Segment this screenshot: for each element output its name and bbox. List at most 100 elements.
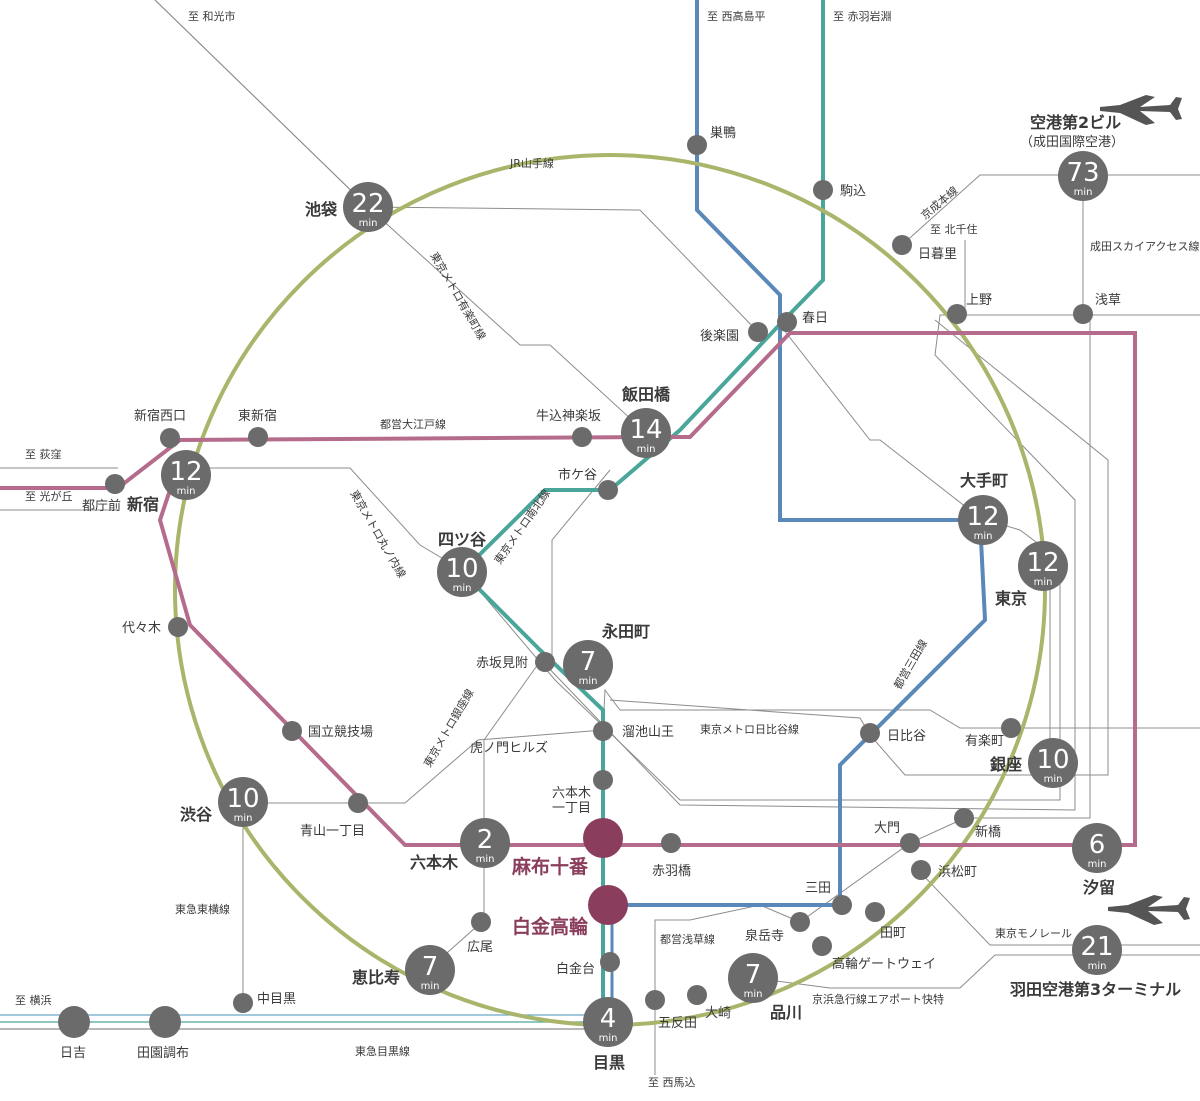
station-label: 巣鴨: [710, 126, 736, 141]
station-node: [813, 180, 833, 200]
station-label: 12: [966, 502, 999, 532]
dest-hikarigaoka: 至 光が丘: [25, 489, 73, 503]
hibiya-line-2: [483, 659, 542, 822]
station-label: min: [1088, 961, 1107, 972]
station-node: [161, 450, 211, 500]
station-node: [405, 945, 455, 995]
narita-name: 空港第2ビル: [1030, 113, 1121, 132]
station-node: [348, 793, 368, 813]
station-node: [687, 135, 707, 155]
station-node: [954, 808, 974, 828]
station-node: [832, 895, 852, 915]
station-node: [535, 652, 555, 672]
station-node: [661, 833, 681, 853]
station-label: 4: [600, 1004, 617, 1034]
station-node: [892, 235, 912, 255]
station-label: min: [234, 813, 253, 824]
station-label: min: [579, 676, 598, 687]
monorail-line: [917, 869, 1200, 946]
shirokane-takanawa-node: [588, 885, 628, 925]
station-label: 10: [1036, 745, 1069, 775]
station-node: [218, 777, 268, 827]
station-label: min: [359, 218, 378, 229]
ginza-name: 銀座: [990, 755, 1022, 774]
station-label: 虎ノ門ヒルズ: [470, 740, 548, 756]
ikebukuro-northwest: [154, 0, 369, 208]
station-label: 三田: [805, 881, 831, 896]
station-label: 中目黒: [257, 992, 296, 1007]
station-label: min: [1088, 859, 1107, 870]
station-label: 牛込神楽坂: [536, 408, 601, 424]
airplane-icon: [1100, 95, 1182, 125]
skyaccess-label: 成田スカイアクセス線: [1090, 239, 1199, 253]
yurakucho-line: [154, 0, 646, 433]
yamanote-label: JR山手線: [509, 156, 554, 170]
roppongiitchome-line2: 一丁目: [552, 801, 591, 816]
station-node: [248, 427, 268, 447]
station-label: 市ケ谷: [558, 467, 597, 483]
shirokane-takanawa-name: 白金高輪: [512, 915, 589, 938]
hiyoshi-node: [58, 1006, 90, 1038]
narita-line: [901, 174, 1200, 246]
station-node: [1018, 541, 1068, 591]
station-label: 22: [351, 189, 384, 219]
meguro-name: 目黒: [593, 1053, 625, 1072]
dest-kitasenju: 至 北千住: [930, 222, 978, 236]
station-label: min: [1034, 577, 1053, 588]
denen-node: [149, 1006, 181, 1038]
station-label: 浜松町: [938, 865, 977, 880]
station-node: [1058, 151, 1108, 201]
station-label: 日暮里: [918, 247, 957, 262]
station-label: 12: [1026, 548, 1059, 578]
station-label: 10: [445, 554, 478, 584]
azabu-juban-node: [583, 818, 623, 858]
station-node: [593, 721, 613, 741]
station-label: 五反田: [658, 1016, 697, 1031]
keikyu-label: 京浜急行線エアポート快特: [812, 992, 944, 1006]
hibiya-label: 東京メトロ日比谷線: [700, 722, 799, 736]
chiyoda-extra: [934, 319, 1109, 776]
shinagawa-name: 品川: [770, 1003, 802, 1022]
station-node: [1072, 823, 1122, 873]
shiodome-name: 汐留: [1083, 878, 1115, 897]
station-node: [790, 912, 810, 932]
station-node: [168, 617, 188, 637]
station-node: [1073, 304, 1093, 324]
marunouchi-label: 東京メトロ丸ノ内線: [347, 488, 409, 581]
station-label: 14: [629, 415, 662, 445]
station-node: [621, 408, 671, 458]
dest-nishimagome: 至 西馬込: [648, 1076, 696, 1089]
station-label: 浅草: [1095, 293, 1121, 308]
station-label: 73: [1066, 158, 1099, 188]
station-label: 代々木: [122, 621, 161, 636]
dest-yokohama: 至 横浜: [15, 993, 52, 1007]
station-nodes: [105, 135, 1093, 1013]
ginza-line: [243, 688, 1200, 804]
station-node: [748, 322, 768, 342]
station-node: [687, 985, 707, 1005]
marunouchi-line: [193, 324, 1061, 801]
dest-akabaneiwabuchi: 至 赤羽岩淵: [833, 9, 892, 23]
station-node: [471, 912, 491, 932]
keikyu-line: [752, 954, 1200, 989]
station-node: [563, 640, 613, 690]
namboku-label: 東京メトロ南北線: [491, 487, 553, 567]
station-label: 2: [477, 825, 494, 855]
ikebukuro-name: 池袋: [305, 200, 338, 219]
dest-ogikubo: 至 荻窪: [25, 447, 62, 461]
station-node: [865, 902, 885, 922]
dest-nishitakashimadaira: 至 西高島平: [707, 9, 766, 23]
station-label: 高輪ゲートウェイ: [832, 956, 936, 972]
station-label: 東新宿: [238, 408, 277, 424]
airplane-icon: [1108, 895, 1190, 925]
station-node: [593, 770, 613, 790]
station-node: [233, 993, 253, 1013]
